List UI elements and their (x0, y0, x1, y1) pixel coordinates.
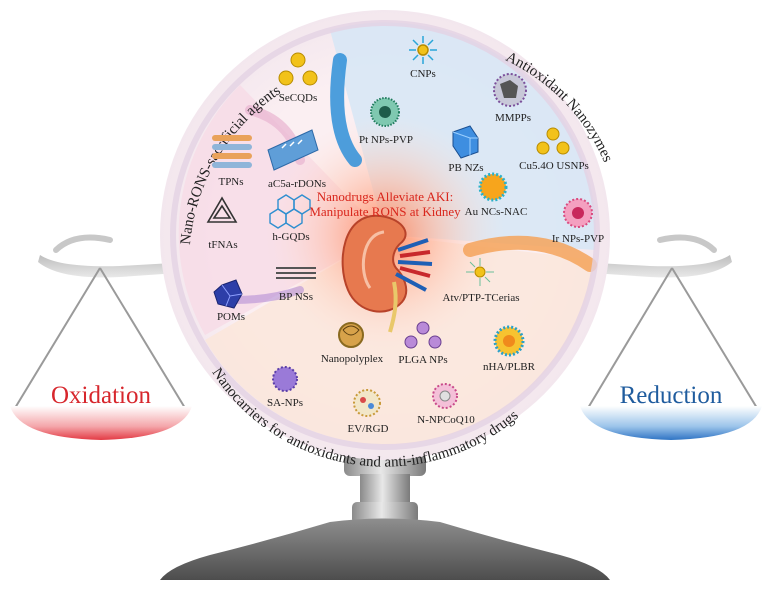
nha-plbr-icon (493, 325, 525, 357)
mmpps-icon (493, 73, 527, 107)
label-ir-nps-pvp: Ir NPs-PVP (551, 233, 605, 245)
label-atv-ptp-tcerias: Atv/PTP-TCerias (442, 292, 520, 304)
pt-nps-pvp-icon (370, 97, 400, 127)
label-pb-nzs: PB NZs (448, 162, 484, 174)
atv-ptp-tcerias-icon (466, 258, 494, 286)
label-tfnas: tFNAs (208, 239, 238, 251)
kidney-icon (341, 214, 433, 333)
reduction-label: Reduction (619, 382, 723, 409)
label-plga-nps: PLGA NPs (398, 354, 448, 366)
scale-arms (38, 234, 732, 278)
label-ac5a-rdons: aC5a-rDONs (267, 178, 327, 190)
swirl-orange (463, 235, 597, 272)
label-tpns: TPNs (218, 176, 244, 188)
label-secqds: SeCQDs (278, 92, 318, 104)
poms-icon (213, 279, 243, 309)
label-pt-nps-pvp: Pt NPs-PVP (358, 134, 414, 146)
label-mmpps: MMPPs (494, 112, 532, 124)
pb-nzs-icon (452, 125, 479, 159)
n-npcoq10-icon (432, 383, 458, 409)
oxidation-label: Oxidation (51, 382, 151, 409)
cnps-icon (409, 36, 437, 64)
oxidation-pan (10, 406, 192, 440)
swirl-blue (330, 53, 362, 167)
label-h-gqds: h-GQDs (272, 231, 310, 243)
label-cnps: CNPs (410, 68, 436, 80)
label-bp-nss: BP NSs (278, 291, 314, 303)
scale-base (160, 518, 610, 580)
nanopolyplex-icon (338, 322, 364, 348)
label-poms: POMs (216, 311, 246, 323)
label-au-ncs-nac: Au NCs-NAC (464, 206, 528, 218)
tfnas-icon (206, 196, 238, 223)
center-title: Nanodrugs Alleviate AKI: Manipulate RONS… (309, 189, 460, 219)
reduction-pan (580, 406, 762, 440)
h-gqds-icon (269, 194, 311, 229)
label-n-npcoq10: N-NPCoQ10 (417, 414, 475, 426)
secqds-icon (278, 52, 318, 86)
sa-nps-icon (272, 366, 298, 392)
label-cu54o-usnps: Cu5.4O USNPs (519, 160, 589, 172)
ir-nps-pvp-icon (563, 198, 593, 228)
label-nanopolyplex: Nanopolyplex (320, 353, 384, 365)
ev-rgd-icon (353, 389, 381, 417)
au-ncs-nac-icon (478, 172, 508, 202)
ac5a-rdons-icon (267, 129, 319, 171)
label-sa-nps: SA-NPs (266, 397, 304, 409)
cu54o-usnps-icon (536, 127, 570, 155)
swirl-purple (231, 286, 304, 304)
center-title-line1: Nanodrugs Alleviate AKI: (316, 189, 454, 204)
plga-nps-icon (404, 321, 442, 349)
label-ev-rgd: EV/RGD (347, 423, 389, 435)
bp-nss-icon (276, 267, 316, 279)
disk-rim (170, 20, 600, 450)
scale-stand (160, 440, 610, 580)
label-nha-plbr: nHA/PLBR (483, 361, 535, 373)
pan-strings (14, 267, 758, 409)
tpns-icon (212, 135, 252, 168)
center-title-line2: Manipulate RONS at Kidney (309, 204, 461, 219)
